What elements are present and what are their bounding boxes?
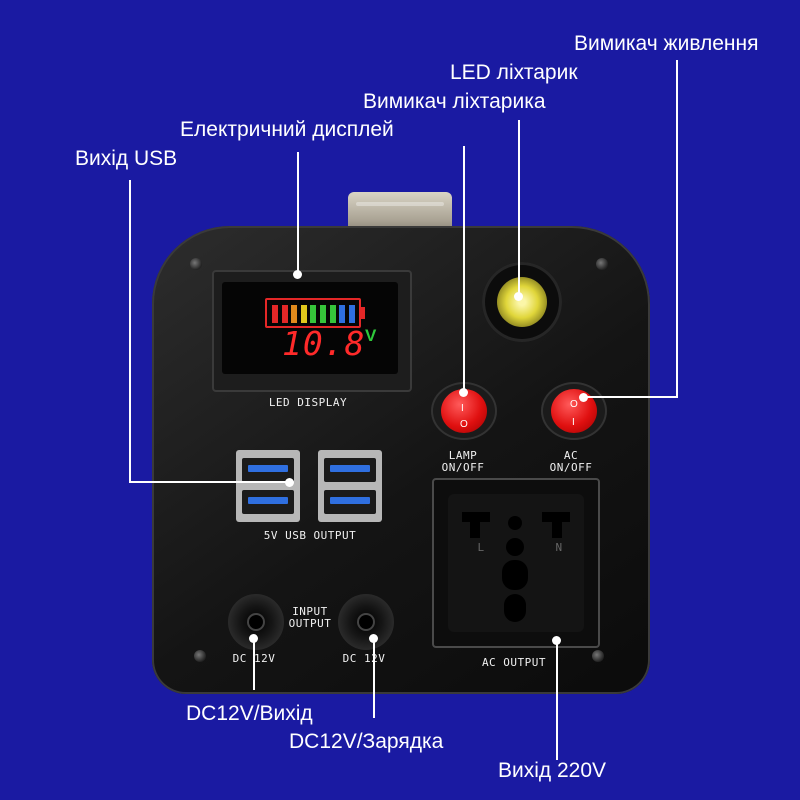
leader-dot — [459, 388, 468, 397]
battery-segment — [329, 305, 336, 323]
battery-segment — [272, 305, 278, 323]
ac-switch-title: AC ON/OFF — [549, 449, 593, 474]
lamp-switch-title: LAMP ON/OFF — [441, 449, 485, 474]
leader-dot — [552, 636, 561, 645]
leader-dot — [293, 270, 302, 279]
callout-led-flashlight: LED ліхтарик — [450, 61, 578, 84]
voltage-readout: 10.8 — [282, 324, 366, 363]
leader-power-switch — [676, 60, 678, 398]
socket-slot-left-vertical — [470, 512, 480, 538]
leader-power-switch-horizontal — [583, 396, 678, 398]
leader-dot — [249, 634, 258, 643]
callout-flashlight-switch: Вимикач ліхтарика — [363, 90, 546, 113]
leader-dot — [514, 292, 523, 301]
socket-mark-right: N — [555, 541, 563, 554]
callout-usb-output: Вихід USB — [75, 147, 178, 170]
battery-outline — [265, 298, 361, 328]
usb-port[interactable] — [324, 458, 376, 482]
dc-right-label: DC 12V — [342, 652, 386, 665]
leader-220v-output — [556, 640, 558, 760]
lamp-switch-off-mark: O — [460, 419, 468, 430]
usb-output-title: 5V USB OUTPUT — [263, 529, 357, 542]
usb-port[interactable] — [242, 458, 294, 482]
socket-slot-right-vertical — [552, 512, 562, 538]
battery-segment — [300, 305, 307, 323]
callout-electric-display: Електричний дисплей — [180, 118, 394, 141]
socket-earth-hole — [508, 516, 522, 530]
dc-port-right-pin — [359, 615, 373, 629]
battery-segment — [310, 305, 317, 323]
input-output-title: INPUT OUTPUT — [288, 605, 332, 630]
callout-dc-output: DC12V/Вихід — [186, 702, 313, 725]
led-display-screen — [222, 282, 398, 374]
panel-screw — [190, 258, 202, 270]
flashlight-lens-icon — [497, 277, 547, 327]
leader-dot — [369, 634, 378, 643]
battery-segment — [281, 305, 288, 323]
callout-220v-output: Вихід 220V — [498, 759, 607, 782]
leader-usb-output — [129, 180, 131, 483]
leader-flashlight-switch — [463, 146, 465, 394]
battery-segment — [339, 305, 346, 323]
panel-screw — [194, 650, 206, 662]
battery-segment — [320, 305, 326, 323]
callout-dc-charging: DC12V/Зарядка — [289, 730, 444, 753]
callout-power-switch: Вимикач живлення — [574, 32, 759, 55]
lamp-switch-on-mark: I — [461, 403, 464, 414]
usb-port-pair-right — [318, 450, 382, 522]
socket-round-pin-hole — [506, 538, 524, 556]
usb-port[interactable] — [324, 490, 376, 514]
socket-mark-left: L — [477, 541, 485, 554]
battery-segment — [348, 305, 355, 323]
leader-dot — [579, 393, 588, 402]
usb-port[interactable] — [242, 490, 294, 514]
socket-lower-hole — [502, 560, 528, 590]
leader-dot — [285, 478, 294, 487]
led-display-title: LED DISPLAY — [268, 396, 348, 409]
battery-segment — [291, 305, 298, 323]
ac-output-title: AC OUTPUT — [481, 656, 547, 669]
battery-tip — [361, 307, 365, 319]
dc-port-left-pin — [249, 615, 263, 629]
leader-dc-output — [253, 638, 255, 690]
panel-screw — [592, 650, 604, 662]
ac-switch-on-mark: I — [572, 417, 575, 428]
leader-usb-output-horizontal — [129, 481, 291, 483]
leader-led-flashlight — [518, 120, 520, 298]
panel-screw — [596, 258, 608, 270]
leader-electric-display — [297, 152, 299, 276]
socket-bottom-hole — [504, 594, 526, 622]
voltage-unit: V — [365, 326, 377, 345]
leader-dc-charging — [373, 638, 375, 718]
ac-switch-off-mark: O — [570, 399, 578, 410]
usb-port-pair-left — [236, 450, 300, 522]
